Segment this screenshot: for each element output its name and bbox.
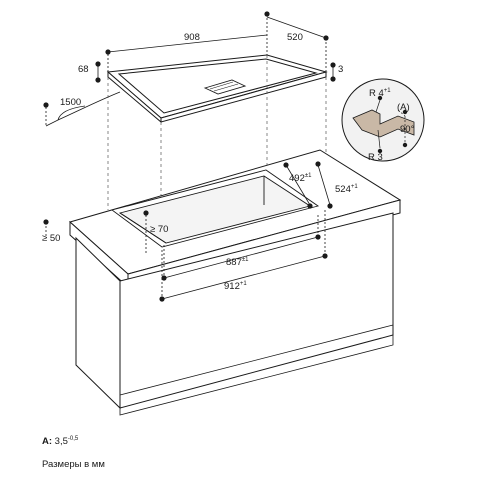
detail-label: (A) [397, 102, 410, 113]
dim-cutout-width: 887±1 [226, 257, 249, 268]
cutout [110, 169, 320, 248]
cutout-dims [45, 164, 331, 300]
dim-hob-edge: 3 [338, 64, 343, 75]
dim-clearance-front: ≥ 70 [150, 224, 168, 235]
detail-radius-top: R 4+1 [369, 88, 391, 99]
dim-recess-width: 912+1 [224, 281, 247, 292]
dim-hob-height: 68 [78, 64, 89, 75]
detail-angle: 90° [400, 124, 415, 135]
note-a-label: A: [42, 436, 53, 447]
dim-hob-depth: 520 [287, 32, 303, 43]
detail-profile [352, 109, 415, 138]
dim-clearance-wall: ≥ 50 [42, 233, 60, 244]
plinth [119, 324, 394, 416]
dim-recess-depth: 524+1 [335, 184, 358, 195]
hob-vent [203, 79, 247, 95]
note-a-value: 3,5 [54, 436, 68, 447]
detail-view: R 4+1 (A) 90° R 3 [341, 78, 425, 163]
dim-cutout-depth: 492±1 [289, 173, 312, 184]
note-a-tol: -0,5 [67, 436, 79, 442]
cable-loop [57, 105, 86, 121]
power-cable [45, 91, 121, 127]
hob-dims [45, 16, 334, 126]
detail-circle [341, 78, 425, 162]
note-units: Размеры в мм [42, 459, 105, 470]
dim-cable-length: 1500 [60, 97, 81, 108]
note-a: A: 3,5-0,5 [42, 436, 78, 447]
dim-hob-width: 908 [184, 32, 200, 43]
cutout-dim-dots [43, 161, 333, 302]
hob [106, 54, 328, 124]
hob-inner [117, 58, 318, 114]
hob-dim-dots [43, 11, 336, 108]
detail-radius-bottom: R 3 [368, 152, 383, 163]
